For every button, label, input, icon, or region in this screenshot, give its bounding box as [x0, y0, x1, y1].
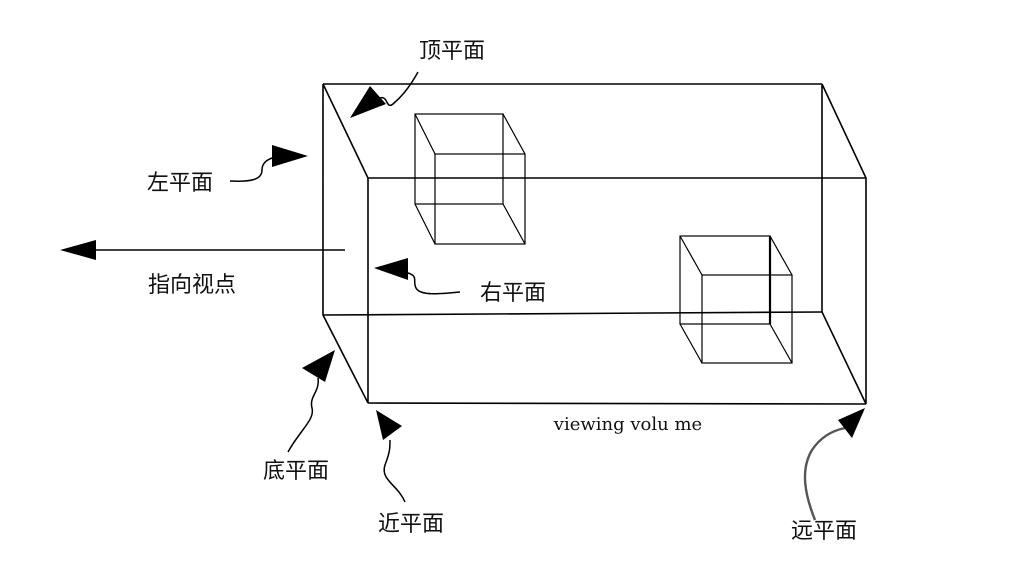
right-plane-label: 右平面: [480, 281, 546, 306]
top-plane-pointer: [350, 71, 419, 118]
left-plane-label: 左平面: [147, 171, 213, 196]
bottom-plane-pointer: [287, 350, 335, 453]
far-plane-label: 远平面: [791, 519, 857, 544]
viewpoint-arrow: [60, 240, 345, 260]
viewing-volume-box: [322, 83, 867, 405]
top-plane-label: 顶平面: [419, 39, 485, 64]
near-plane-pointer: [376, 410, 406, 503]
near-plane-label: 近平面: [378, 512, 444, 537]
bottom-plane-label: 底平面: [263, 459, 329, 484]
toward-viewpoint-label: 指向视点: [148, 273, 236, 298]
far-plane-pointer: [803, 408, 865, 521]
left-plane-pointer: [229, 145, 308, 182]
viewing-volume-caption: viewing volu me: [553, 414, 702, 435]
far-face: [821, 83, 867, 405]
cube-object-1: [414, 113, 526, 245]
right-plane-pointer: [374, 258, 461, 295]
cube-object-2: [679, 235, 793, 364]
